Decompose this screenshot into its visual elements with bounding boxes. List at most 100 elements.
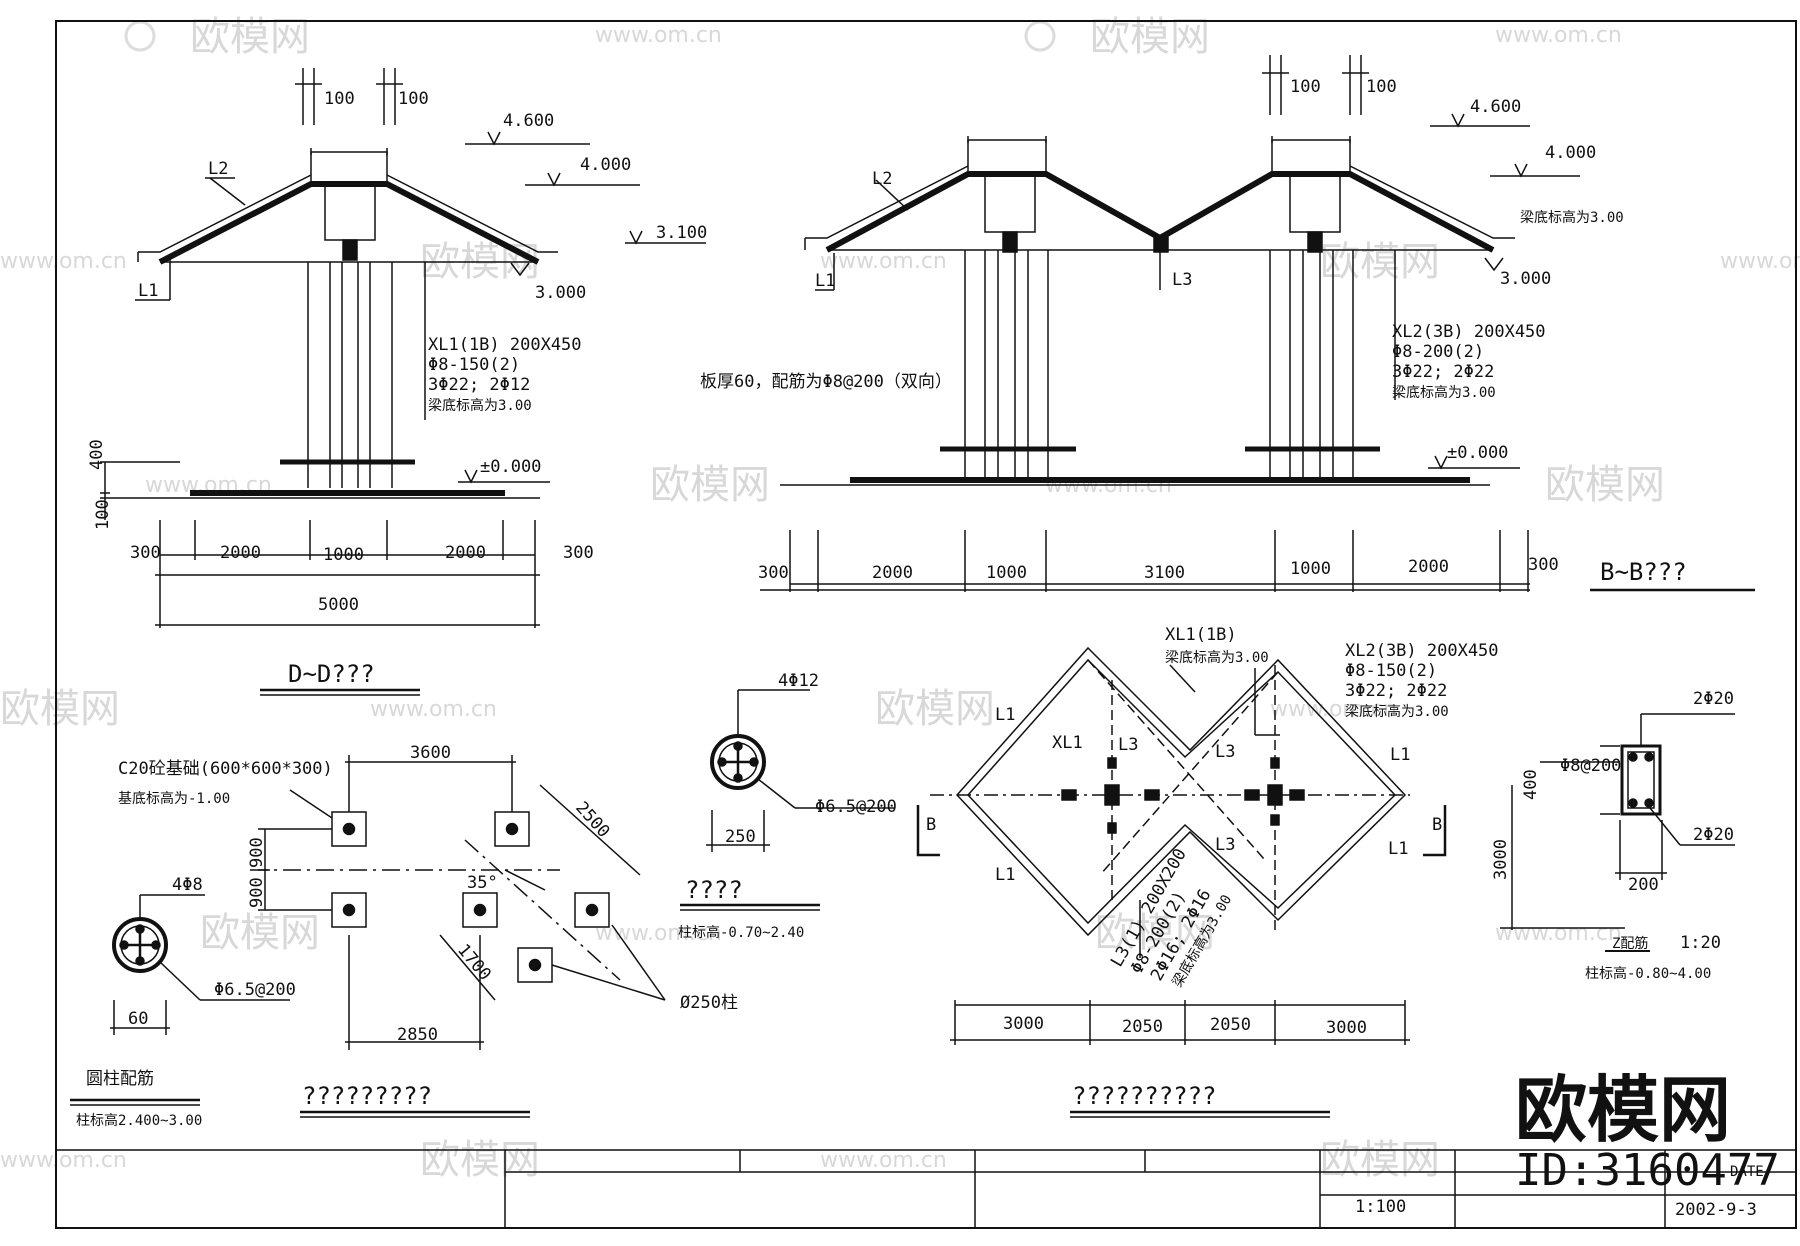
- watermark-layer: 欧模网 欧模网 欧模网 欧模网 欧模网 欧模网 欧模网 欧模网 欧模网 欧模网 …: [0, 14, 1800, 1183]
- rp-label-l1-b: L1: [1390, 745, 1410, 765]
- bb-dim-bottom-3: 1000: [986, 563, 1027, 583]
- rp-xl2-note-4: 梁底标高为3.00: [1345, 703, 1449, 720]
- bb-dim-bottom-2: 2000: [872, 563, 913, 583]
- fp-dim-2500: 2500: [571, 798, 613, 842]
- bb-level-4000: 4.000: [1545, 143, 1596, 163]
- fp-footing-note: C20砼基础(600*600*300): [118, 759, 333, 779]
- dd-level-4600: 4.600: [503, 111, 554, 131]
- rp-dim-3: 2050: [1210, 1015, 1251, 1035]
- round-col-diameter: 60: [128, 1009, 148, 1029]
- watermark-brand-11: 欧模网: [420, 1137, 540, 1183]
- bb-dim-bottom-5: 1000: [1290, 559, 1331, 579]
- dd-label-l1: L1: [138, 281, 158, 301]
- watermark-brand-6: 欧模网: [1545, 462, 1665, 508]
- fp-dim-900-b: 900: [247, 877, 267, 908]
- bb-beam-note-3: 3Φ22; 2Φ22: [1392, 362, 1494, 382]
- rp-label-l3-a: L3: [1118, 735, 1138, 755]
- foundation-plan: [250, 755, 666, 1118]
- dd-dim-bottom-4: 2000: [445, 543, 486, 563]
- bb-title: B~B???: [1600, 558, 1687, 586]
- round-col-rebar: 4Φ8: [172, 875, 203, 895]
- watermark-brand-5: 欧模网: [650, 462, 770, 508]
- watermark-brand-9: 欧模网: [200, 910, 320, 956]
- watermark-url-8: www.om.cn: [370, 697, 497, 722]
- bb-dim-bottom-6: 2000: [1408, 557, 1449, 577]
- dd-title: D~D???: [288, 660, 375, 688]
- cs-dim-3000: 3000: [1491, 839, 1511, 880]
- section-dd: [100, 68, 706, 696]
- roof-plan: [916, 646, 1447, 1118]
- bb-dim-bottom-1: 300: [758, 563, 789, 583]
- watermark-url-3: www.om.cn: [0, 249, 127, 274]
- fp-dim-2850: 2850: [397, 1025, 438, 1045]
- watermark-brand-10: 欧模网: [1095, 910, 1215, 956]
- svg-text:欧模网: 欧模网: [875, 686, 995, 732]
- mid-col-rebar: 4Φ12: [778, 671, 819, 691]
- rp-xl1-note-2: 梁底标高为3.00: [1165, 649, 1269, 666]
- dd-beam-note-1: XL1(1B) 200X450: [428, 335, 582, 355]
- svg-text:欧模网: 欧模网: [650, 462, 770, 508]
- fp-column-note: Ø250柱: [680, 993, 738, 1013]
- rp-label-l1-c: L1: [995, 865, 1015, 885]
- fp-angle: 35°: [467, 873, 498, 893]
- title-block-scale: 1:100: [1355, 1197, 1406, 1217]
- rp-label-l1-a: L1: [995, 705, 1015, 725]
- fp-title: ?????????: [302, 1082, 432, 1110]
- fp-dim-1700: 1700: [453, 940, 495, 984]
- dd-level-4000: 4.000: [580, 155, 631, 175]
- cs-dim-200: 200: [1628, 875, 1659, 895]
- bb-dim-top-2: 100: [1366, 77, 1397, 97]
- mid-col-level: 柱标高-0.70~2.40: [678, 924, 804, 941]
- rp-dim-1: 3000: [1003, 1014, 1044, 1034]
- rp-label-l3-c: L3: [1215, 835, 1235, 855]
- watermark-url-2: www.om.cn: [1495, 23, 1622, 48]
- column-section-right: [1500, 713, 1735, 952]
- dd-beam-note-3: 3Φ22; 2Φ12: [428, 375, 530, 395]
- mid-col-diameter: 250: [725, 827, 756, 847]
- watermark-url-12: www.om.cn: [0, 1148, 127, 1173]
- rp-dim-4: 3000: [1326, 1018, 1367, 1038]
- title-block: [56, 1149, 1796, 1228]
- dd-dim-vert-100: 100: [93, 499, 113, 530]
- dd-label-l2: L2: [208, 159, 228, 179]
- cs-level: 柱标高-0.80~4.00: [1585, 965, 1711, 982]
- watermark-brand-12: 欧模网: [1320, 1137, 1440, 1183]
- dd-beam-note-4: 梁底标高为3.00: [428, 397, 532, 414]
- svg-text:欧模网: 欧模网: [1095, 910, 1215, 956]
- round-col-title: 圆柱配筋: [86, 1069, 154, 1089]
- bb-label-l1: L1: [815, 271, 835, 291]
- dd-dim-vert-400: 400: [87, 439, 107, 470]
- bb-dim-top-1: 100: [1290, 77, 1321, 97]
- mid-col-stirrup: Φ6.5@200: [815, 797, 897, 817]
- watermark-url-10: www.om.cn: [595, 921, 722, 946]
- bb-level-4600: 4.600: [1470, 97, 1521, 117]
- cs-rebar-bottom: 2Φ20: [1693, 825, 1734, 845]
- rp-xl1-note-1: XL1(1B): [1165, 625, 1237, 645]
- bb-label-l2: L2: [872, 169, 892, 189]
- watermark-brand-4: 欧模网: [1320, 239, 1440, 285]
- cs-stirrup: Φ8@200: [1560, 756, 1621, 776]
- bb-beam-note-4: 梁底标高为3.00: [1392, 384, 1496, 401]
- fp-footing-level: 基底标高为-1.00: [118, 790, 230, 807]
- title-block-date-label: DATE: [1730, 1164, 1764, 1180]
- title-block-date: 2002-9-3: [1675, 1200, 1757, 1220]
- column-detail-mid: [680, 689, 895, 911]
- bb-dim-bottom-4: 3100: [1144, 563, 1185, 583]
- rp-section-mark-left: B: [926, 815, 936, 835]
- svg-text:欧模网: 欧模网: [200, 910, 320, 956]
- rp-xl2-note-3: 3Φ22; 2Φ22: [1345, 681, 1447, 701]
- round-column-detail: [70, 894, 290, 1106]
- sheet-border: [55, 20, 1797, 1229]
- dd-level-3100: 3.100: [656, 223, 707, 243]
- dd-dim-bottom-5: 300: [563, 543, 594, 563]
- cs-scale: 1:20: [1680, 933, 1721, 953]
- fp-dim-3600: 3600: [410, 743, 451, 763]
- cs-dim-400: 400: [1521, 769, 1541, 800]
- cs-rebar-top: 2Φ20: [1693, 689, 1734, 709]
- brand-watermark-id: ID:3160477: [1515, 1145, 1780, 1196]
- rp-label-l3-b: L3: [1215, 742, 1235, 762]
- rp-label-xl1: XL1: [1052, 733, 1083, 753]
- bb-label-l3: L3: [1172, 270, 1192, 290]
- svg-text:欧模网: 欧模网: [1545, 462, 1665, 508]
